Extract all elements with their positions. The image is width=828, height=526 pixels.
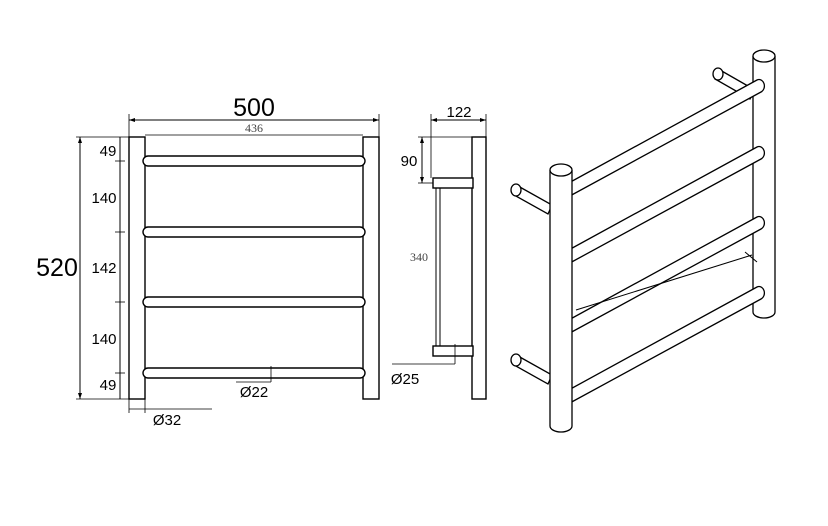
front-bar-4 xyxy=(142,367,366,379)
spacing-2-label: 142 xyxy=(91,260,116,277)
inner-width-label: 436 xyxy=(245,121,263,135)
spacing-1-label: 140 xyxy=(91,190,116,207)
left-post xyxy=(128,136,146,400)
front-view: 500 436 520 49 140 142 140 49 Ø22 Ø32 xyxy=(36,94,380,429)
overall-width-label: 500 xyxy=(233,94,275,122)
side-offset-label: 90 xyxy=(401,153,418,170)
perspective-bar-2 xyxy=(564,145,766,265)
spacing-3-label: 140 xyxy=(91,331,116,348)
perspective-bar-4 xyxy=(564,285,766,405)
perspective-bar-3 xyxy=(564,215,766,335)
back-post xyxy=(752,56,776,319)
side-height-label: 340 xyxy=(410,250,428,264)
front-bar-2 xyxy=(142,226,366,238)
side-depth-label: 122 xyxy=(446,104,471,121)
spacing-bottom-label: 49 xyxy=(100,377,117,394)
side-post xyxy=(471,136,487,400)
side-bar-diameter-label: Ø25 xyxy=(391,371,419,388)
side-bar-top xyxy=(432,177,474,189)
side-bar-bottom xyxy=(432,345,474,357)
perspective-bar-1 xyxy=(564,78,766,198)
post-diameter-label: Ø32 xyxy=(153,412,181,429)
overall-height-label: 520 xyxy=(36,254,78,282)
spacing-top-label: 49 xyxy=(100,143,117,160)
front-bar-1 xyxy=(142,155,366,167)
right-post xyxy=(362,136,380,400)
front-bar-3 xyxy=(142,296,366,308)
front-post xyxy=(549,170,573,433)
side-view: 122 90 340 Ø25 xyxy=(391,104,487,400)
bar-diameter-label: Ø22 xyxy=(240,384,268,401)
perspective-view xyxy=(510,49,776,433)
